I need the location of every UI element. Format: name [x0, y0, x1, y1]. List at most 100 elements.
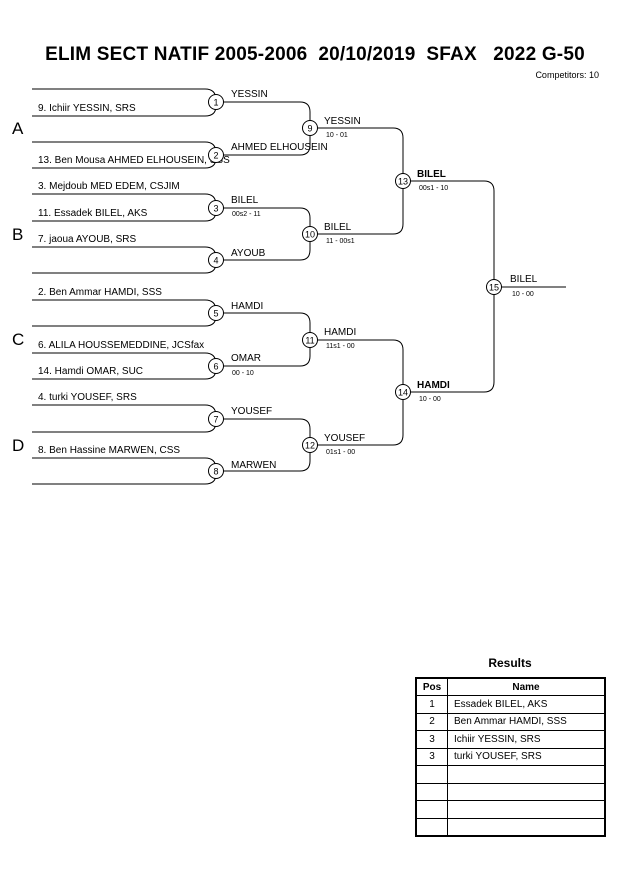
result-pos: [415, 782, 448, 801]
match-6-number: 6: [213, 362, 218, 372]
result-name: Essadek BILEL, AKS: [447, 695, 606, 714]
pool-label-a: A: [12, 119, 24, 138]
match-10-winner: BILEL: [324, 222, 352, 233]
bracket-line-m14: [310, 339, 404, 446]
table-row: [415, 782, 606, 801]
match-11-winner: HAMDI: [324, 327, 356, 338]
match-15-number: 15: [489, 283, 499, 293]
match-15-marker: 15: [486, 279, 502, 295]
result-name: Ben Ammar HAMDI, SSS: [447, 712, 606, 731]
competitor-entry: 14. Hamdi OMAR, SUC: [38, 366, 143, 377]
match-14-marker: 14: [395, 384, 411, 400]
match-13-score: 00s1 - 10: [419, 185, 448, 192]
bracket-line-m15: [403, 180, 495, 393]
match-11-marker: 11: [302, 332, 318, 348]
competitor-entry: 6. ALILA HOUSSEMEDDINE, JCSfax: [38, 340, 204, 351]
match-3-score: 00s2 - 11: [232, 211, 261, 218]
match-1-marker: 1: [208, 94, 224, 110]
result-name: turki YOUSEF, SRS: [447, 747, 606, 766]
match-13-winner: BILEL: [417, 169, 446, 180]
match-14-number: 14: [398, 388, 408, 398]
result-name: Ichiir YESSIN, SRS: [447, 730, 606, 749]
match-14-score: 10 - 00: [419, 396, 441, 403]
match-10-marker: 10: [302, 226, 318, 242]
competitor-entry: 8. Ben Hassine MARWEN, CSS: [38, 445, 180, 456]
match-2-winner: AHMED ELHOUSEIN: [231, 142, 328, 153]
match-7-marker: 7: [208, 411, 224, 427]
match-11-score: 11s1 - 00: [326, 343, 355, 350]
match-13-number: 13: [398, 177, 408, 187]
match-12-marker: 12: [302, 437, 318, 453]
match-12-number: 12: [305, 441, 315, 451]
match-5-number: 5: [213, 309, 218, 319]
match-3-number: 3: [213, 204, 218, 214]
competitor-entry: 13. Ben Mousa AHMED ELHOUSEIN, SSS: [38, 155, 230, 166]
match-8-number: 8: [213, 467, 218, 477]
pool-label-d: D: [12, 436, 24, 455]
match-2-marker: 2: [208, 147, 224, 163]
match-8-marker: 8: [208, 463, 224, 479]
match-6-marker: 6: [208, 358, 224, 374]
match-1-winner: YESSIN: [231, 89, 268, 100]
match-4-number: 4: [213, 256, 218, 266]
match-10-score: 11 - 00s1: [326, 238, 355, 245]
match-7-number: 7: [213, 415, 218, 425]
match-12-winner: YOUSEF: [324, 433, 365, 444]
pool-label-c: C: [12, 330, 24, 349]
competitor-entry: 3. Mejdoub MED EDEM, CSJIM: [38, 181, 180, 192]
competitors-count: Competitors: 10: [535, 70, 599, 80]
competitors-value: 10: [588, 70, 599, 80]
result-pos: [415, 817, 448, 837]
pool-label-b: B: [12, 225, 23, 244]
match-5-marker: 5: [208, 305, 224, 321]
match-12-score: 01s1 - 00: [326, 449, 355, 456]
match-number-circles: 1 2 3 4 5 6 7 8 9 10 11 12 13 14 15: [208, 94, 502, 479]
match-14-winner: HAMDI: [417, 380, 450, 391]
result-pos: 1: [415, 695, 448, 714]
competitor-entry: 11. Essadek BILEL, AKS: [38, 208, 148, 219]
bracket-line-m4: [32, 246, 217, 274]
match-13-marker: 13: [395, 173, 411, 189]
match-4-marker: 4: [208, 252, 224, 268]
competitor-entry: 2. Ben Ammar HAMDI, SSS: [38, 287, 162, 298]
page-title: ELIM SECT NATIF 2005-2006 20/10/2019 SFA…: [45, 44, 585, 65]
result-pos: 3: [415, 730, 448, 749]
result-pos: 2: [415, 712, 448, 731]
competitor-entry: 4. turki YOUSEF, SRS: [38, 392, 137, 403]
bracket-line-m8: [32, 457, 217, 485]
result-pos: [415, 765, 448, 784]
match-6-score: 00 - 10: [232, 370, 254, 377]
match-15-winner: BILEL: [510, 274, 538, 285]
result-pos: 3: [415, 747, 448, 766]
match-9-number: 9: [307, 124, 312, 134]
results-header-row: Pos Name: [415, 677, 606, 696]
results-header-pos: Pos: [415, 677, 448, 696]
result-name: [447, 782, 606, 801]
table-row: [415, 765, 606, 784]
bracket-line-m5: [32, 299, 217, 327]
result-pos: [415, 800, 448, 819]
match-11-number: 11: [305, 336, 314, 346]
match-7-winner: YOUSEF: [231, 406, 272, 417]
results-header-name: Name: [447, 677, 606, 696]
match-2-number: 2: [213, 151, 218, 161]
result-name: [447, 817, 606, 837]
result-name: [447, 765, 606, 784]
results-title: Results: [488, 656, 532, 670]
table-row: [415, 817, 606, 837]
match-3-marker: 3: [208, 200, 224, 216]
match-5-winner: HAMDI: [231, 301, 263, 312]
result-name: [447, 800, 606, 819]
competitor-entry: 9. Ichiir YESSIN, SRS: [38, 103, 136, 114]
match-9-score: 10 - 01: [326, 132, 348, 139]
match-4-winner: AYOUB: [231, 248, 266, 259]
competitors-label: Competitors:: [535, 70, 587, 80]
match-3-winner: BILEL: [231, 195, 259, 206]
competitor-entry: 7. jaoua AYOUB, SRS: [38, 234, 137, 245]
